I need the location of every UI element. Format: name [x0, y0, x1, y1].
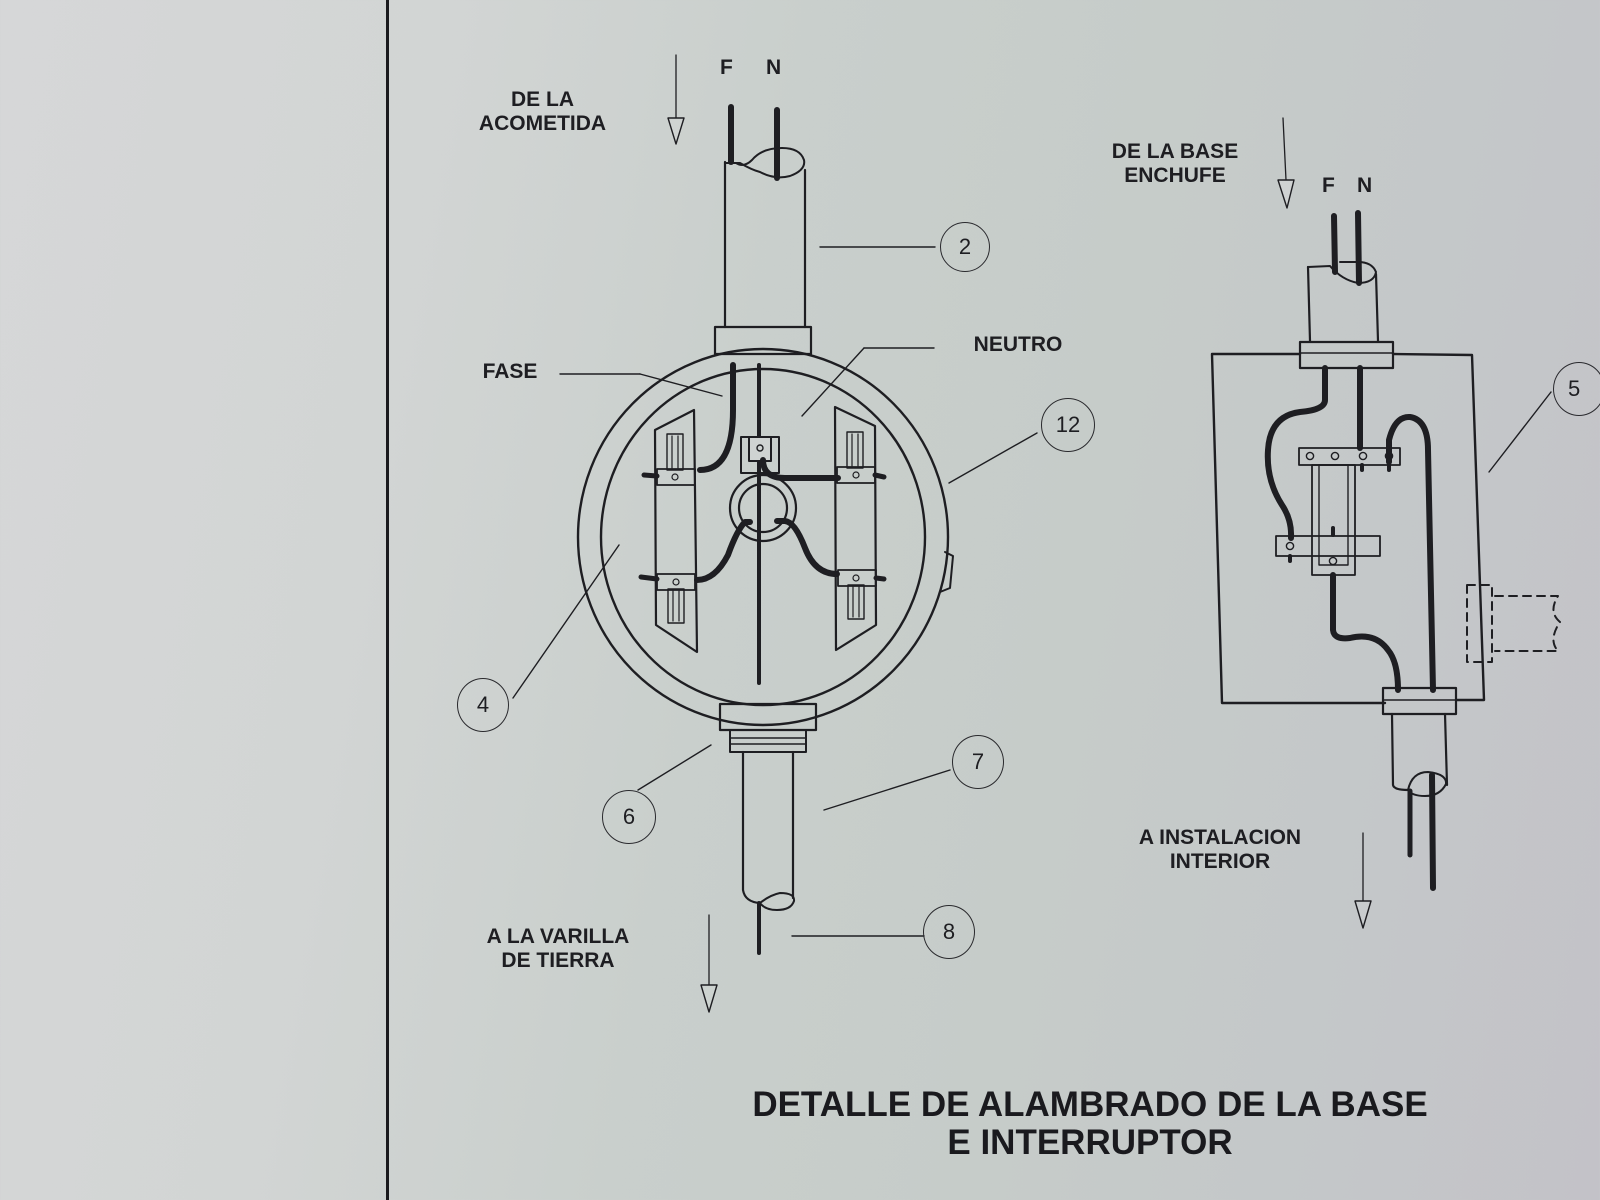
top-conduit — [723, 147, 936, 329]
source-label-base-enchufe: DE LA BASE ENCHUFE — [1111, 140, 1239, 188]
neutral-wire-label: N — [1357, 174, 1373, 197]
dashed-handle-outline — [1466, 584, 1561, 663]
page-divider-line — [386, 0, 389, 1200]
neutral-wire-label: N — [766, 56, 782, 79]
phase-wire-label: F — [720, 56, 733, 79]
callout-6: 6 — [602, 790, 656, 844]
right-jaw-block — [774, 405, 887, 652]
neutro-label: NEUTRO — [973, 333, 1063, 356]
source-label-acometida: DE LA ACOMETIDA — [478, 88, 607, 136]
callout-8: 8 — [923, 905, 975, 959]
left-jaw-block — [638, 408, 753, 654]
arrow-down-icon — [667, 54, 685, 145]
callout-12: 12 — [1041, 398, 1095, 452]
callout-2: 2 — [940, 222, 990, 272]
diagram-title: DETALLE DE ALAMBRADO DE LA BASE E INTERR… — [660, 1086, 1520, 1162]
title-line-1: DETALLE DE ALAMBRADO DE LA BASE — [752, 1085, 1428, 1124]
breaker-enclosure — [1210, 352, 1486, 705]
fase-label: FASE — [482, 360, 538, 383]
phase-wire-label: F — [1322, 174, 1335, 197]
interior-installation-label: A INSTALACION INTERIOR — [1138, 826, 1302, 874]
callout-7: 7 — [952, 735, 1004, 789]
arrow-down-icon — [1277, 117, 1295, 209]
arrow-down-icon — [700, 914, 718, 1013]
callout-5: 5 — [1553, 362, 1600, 416]
meter-socket-ring — [576, 347, 1038, 727]
title-line-2: E INTERRUPTOR — [947, 1122, 1233, 1162]
ground-rod-label: A LA VARILLA DE TIERRA — [486, 925, 630, 973]
callout-4: 4 — [457, 678, 509, 732]
arrow-down-icon — [1354, 832, 1372, 929]
